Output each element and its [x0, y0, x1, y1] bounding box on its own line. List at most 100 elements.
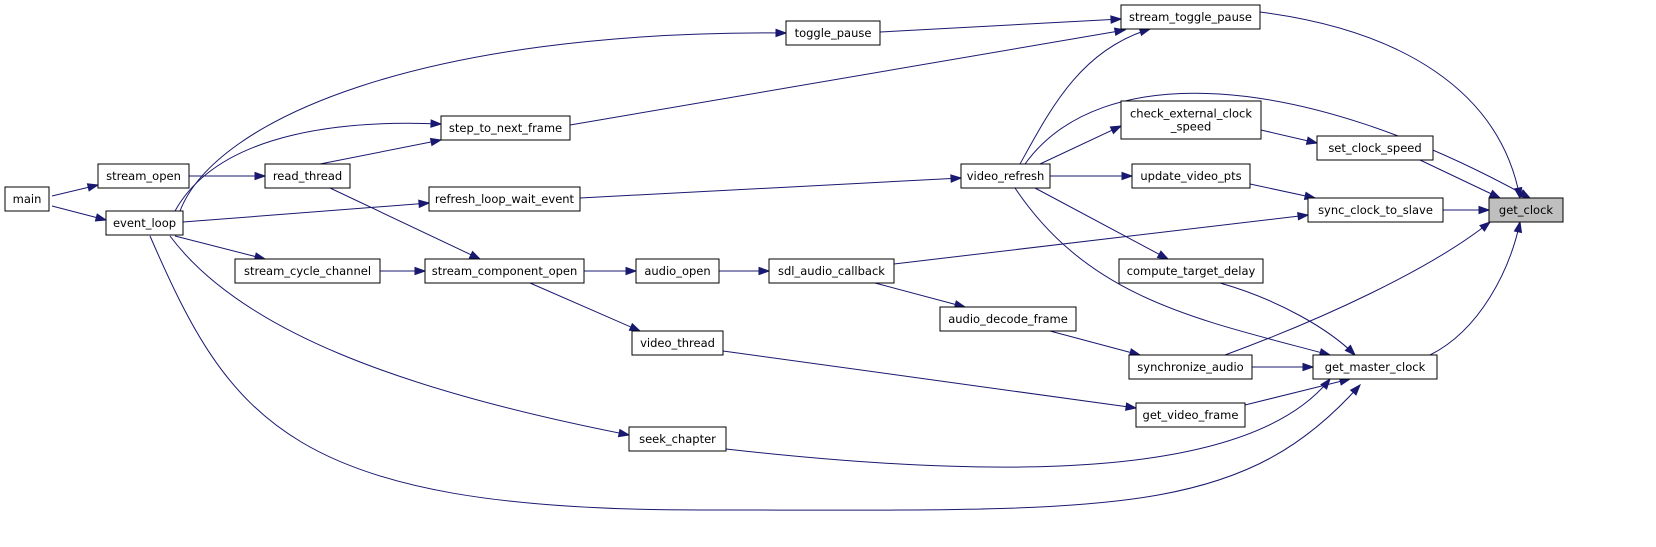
edge-refresh_loop_wait_event-to-video_refresh: [579, 174, 963, 199]
node-stream-toggle-pause[interactable]: stream_toggle_pause: [1120, 4, 1261, 30]
node-check-external-clock-speed[interactable]: check_external_clock_speed: [1120, 100, 1262, 140]
edge-check_external_clock_speed-to-set_clock_speed: [1260, 129, 1319, 145]
edge-sync_clock_to_slave-to-get_clock: [1443, 205, 1491, 215]
node-box: [1488, 197, 1564, 223]
node-label: _speed: [1170, 120, 1212, 134]
node-event-loop[interactable]: event_loop: [105, 210, 184, 236]
node-box: [264, 163, 351, 189]
edge-event_loop-to-get_master_clock: [149, 235, 1361, 511]
edge-event_loop-to-step_to_next_frame: [174, 119, 443, 212]
edge-toggle_pause-to-stream_toggle_pause: [879, 15, 1123, 33]
edge-video_refresh-to-check_external_clock_speed: [1039, 125, 1123, 165]
node-main[interactable]: main: [4, 186, 50, 212]
edge-event_loop-to-seek_chapter: [169, 235, 631, 438]
node-box: [768, 258, 895, 284]
node-audio-open[interactable]: audio_open: [635, 258, 720, 284]
node-label: seek_chapter: [639, 432, 716, 446]
node-refresh-loop-wait-event[interactable]: refresh_loop_wait_event: [428, 186, 581, 212]
node-stream-cycle-channel[interactable]: stream_cycle_channel: [234, 258, 381, 284]
node-get-video-frame[interactable]: get_video_frame: [1135, 402, 1246, 428]
node-label: event_loop: [113, 216, 176, 230]
edge-main-to-event_loop: [51, 205, 108, 222]
arrowhead: [1349, 383, 1361, 396]
node-box: [785, 20, 881, 46]
node-box: [1118, 258, 1264, 284]
node-label: stream_open: [106, 169, 181, 183]
arrowhead: [758, 266, 771, 276]
edge-compute_target_delay-to-get_master_clock: [1219, 282, 1357, 357]
node-video-thread[interactable]: video_thread: [631, 330, 724, 356]
arrowhead: [418, 199, 431, 209]
node-box: [105, 210, 184, 236]
node-box: [1120, 4, 1261, 30]
node-label: stream_component_open: [432, 264, 578, 278]
arrowhead: [625, 266, 638, 276]
arrowhead: [1305, 136, 1319, 145]
arrowhead: [430, 119, 443, 128]
node-label: stream_toggle_pause: [1129, 10, 1252, 24]
edge-video_refresh-to-compute_target_delay: [1034, 187, 1170, 260]
edge-get_video_frame-to-get_master_clock: [1244, 377, 1352, 406]
arrowhead: [254, 171, 267, 181]
node-get-master-clock[interactable]: get_master_clock: [1312, 354, 1438, 380]
node-box: [1307, 197, 1444, 223]
node-box: [428, 186, 581, 212]
node-sync-clock-to-slave[interactable]: sync_clock_to_slave: [1307, 197, 1444, 223]
node-label: video_refresh: [967, 169, 1045, 183]
node-compute-target-delay[interactable]: compute_target_delay: [1118, 258, 1264, 284]
arrowhead: [1478, 205, 1491, 215]
arrowhead: [617, 428, 631, 438]
edge-main-to-stream_open: [51, 183, 100, 197]
node-stream-component-open[interactable]: stream_component_open: [424, 258, 585, 284]
arrowhead: [1513, 220, 1523, 234]
node-get-clock[interactable]: get_clock: [1488, 197, 1564, 223]
node-label: refresh_loop_wait_event: [435, 192, 575, 206]
node-update-video-pts[interactable]: update_video_pts: [1131, 163, 1251, 189]
node-label: audio_open: [644, 264, 710, 278]
edge-video_thread-to-get_video_frame: [722, 350, 1138, 411]
node-box: [1135, 402, 1246, 428]
edge-stream_component_open-to-audio_open: [584, 266, 638, 276]
node-synchronize-audio[interactable]: synchronize_audio: [1128, 354, 1253, 380]
arrowhead: [628, 322, 642, 332]
edge-video_refresh-to-stream_toggle_pause: [1019, 27, 1152, 165]
arrowhead: [1121, 171, 1134, 181]
node-box: [97, 163, 190, 189]
node-step-to-next-frame[interactable]: step_to_next_frame: [440, 115, 571, 141]
node-label: get_master_clock: [1325, 360, 1426, 374]
node-box: [4, 186, 50, 212]
node-stream-open[interactable]: stream_open: [97, 163, 190, 189]
edge-update_video_pts-to-sync_clock_to_slave: [1249, 183, 1317, 201]
node-audio-decode-frame[interactable]: audio_decode_frame: [939, 306, 1077, 332]
node-box: [1128, 354, 1253, 380]
edges-layer: [51, 11, 1532, 511]
arrowhead: [1344, 344, 1357, 357]
edge-audio_decode_frame-to-synchronize_audio: [1049, 330, 1142, 357]
edge-stream_component_open-to-video_thread: [529, 282, 642, 332]
node-set-clock-speed[interactable]: set_clock_speed: [1316, 135, 1434, 161]
node-label: update_video_pts: [1140, 169, 1241, 183]
node-box: [424, 258, 585, 284]
arrowhead: [775, 28, 788, 38]
nodes-layer: mainstream_openevent_loopread_threadstre…: [4, 4, 1564, 452]
node-video-refresh[interactable]: video_refresh: [960, 163, 1051, 189]
node-label: sdl_audio_callback: [778, 264, 885, 278]
node-label: toggle_pause: [795, 26, 872, 40]
arrowhead: [1488, 189, 1502, 199]
node-read-thread[interactable]: read_thread: [264, 163, 351, 189]
node-seek-chapter[interactable]: seek_chapter: [628, 426, 727, 452]
edge-video_refresh-to-get_clock: [1024, 92, 1532, 199]
edge-read_thread-to-step_to_next_frame: [319, 137, 443, 165]
node-box: [960, 163, 1051, 189]
arrowhead: [1156, 250, 1170, 260]
node-label: stream_cycle_channel: [244, 264, 371, 278]
arrowhead: [429, 137, 443, 147]
edge-step_to_next_frame-to-stream_toggle_pause: [569, 27, 1127, 126]
arrowhead: [1297, 211, 1310, 221]
node-toggle-pause[interactable]: toggle_pause: [785, 20, 881, 46]
node-box: [234, 258, 381, 284]
node-label: main: [13, 192, 42, 206]
node-sdl-audio-callback[interactable]: sdl_audio_callback: [768, 258, 895, 284]
node-label: get_clock: [1499, 203, 1554, 217]
